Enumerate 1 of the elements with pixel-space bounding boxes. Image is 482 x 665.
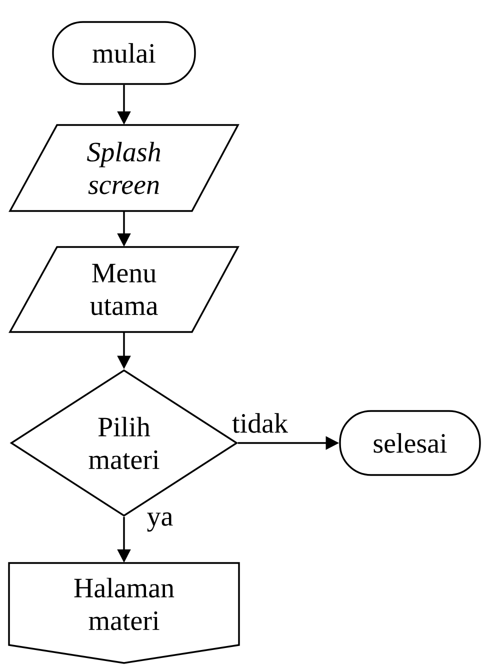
offpage-connector: Halaman materi <box>8 562 240 664</box>
